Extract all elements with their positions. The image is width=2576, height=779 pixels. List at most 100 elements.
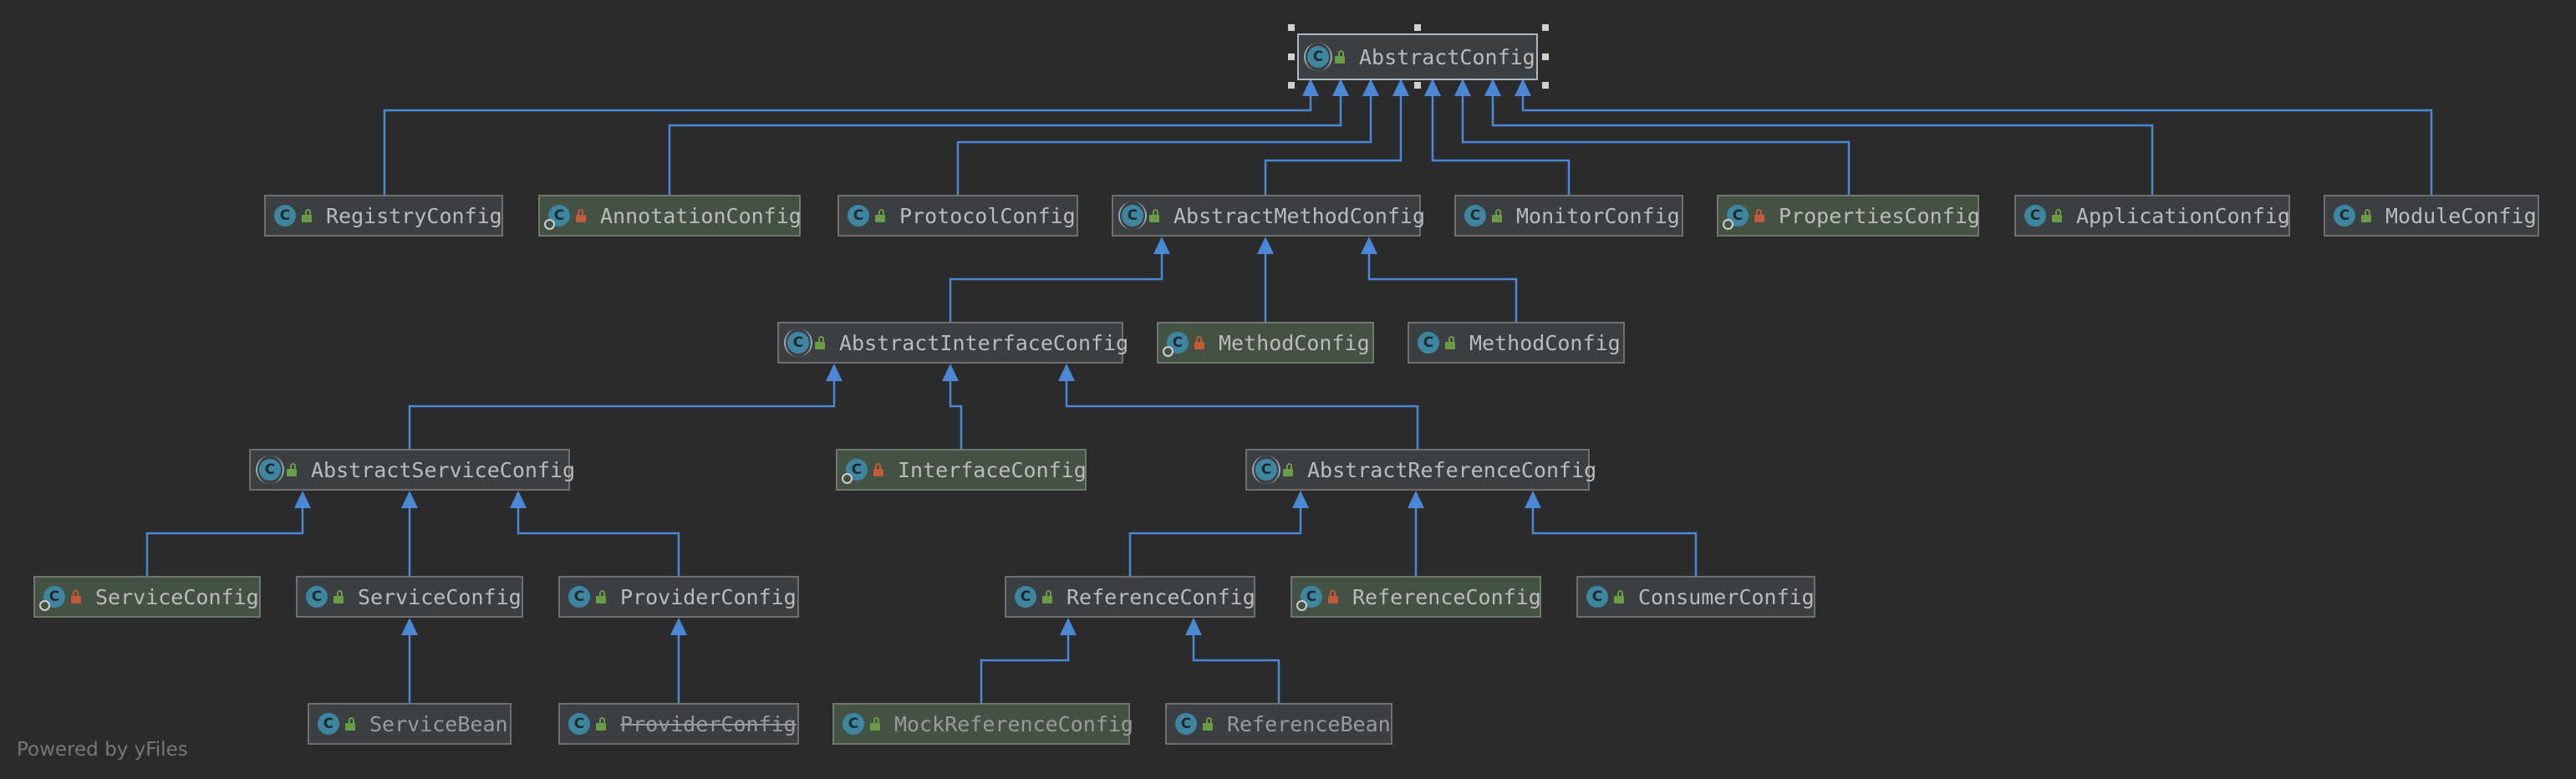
- node-label: MockReferenceConfig: [894, 711, 1133, 736]
- node-label: MethodConfig: [1219, 330, 1370, 355]
- inheritance-arrowhead: [1525, 491, 1541, 508]
- abstract-class-icon: C: [1304, 43, 1332, 71]
- node-provider-config-deprecated[interactable]: C ProviderConfig: [558, 703, 799, 745]
- node-consumer-config[interactable]: C ConsumerConfig: [1576, 576, 1815, 618]
- inheritance-arrowhead: [510, 491, 527, 508]
- node-interface-config[interactable]: C InterfaceConfig: [836, 449, 1087, 491]
- class-icon: C: [568, 586, 590, 608]
- edge-reference_bean-to-reference_config: [1192, 634, 1280, 703]
- node-label: AbstractReferenceConfig: [1307, 457, 1597, 482]
- inheritance-arrowhead: [1392, 79, 1409, 96]
- inheritance-arrowhead: [1185, 618, 1202, 635]
- abstract-class-icon: C: [784, 328, 812, 357]
- node-service-config[interactable]: C ServiceConfig: [296, 576, 523, 618]
- edge-abstract_reference_config-to-abstract_interface_config: [1065, 380, 1419, 449]
- edge-service_config_private-to-abstract_service_config: [145, 507, 304, 576]
- private-lock-icon: [575, 209, 587, 222]
- node-module-config[interactable]: C ModuleConfig: [2324, 195, 2539, 237]
- selection-handle[interactable]: [1288, 53, 1295, 60]
- selection-handle[interactable]: [1288, 24, 1295, 31]
- class-icon: C: [1175, 713, 1197, 735]
- selection-handle[interactable]: [1288, 82, 1295, 89]
- edge-consumer_config-to-abstract_reference_config: [1531, 507, 1698, 576]
- inheritance-arrowhead: [670, 618, 687, 635]
- public-lock-icon: [814, 336, 826, 349]
- node-service-bean[interactable]: C ServiceBean: [308, 703, 512, 745]
- selection-handle[interactable]: [1414, 24, 1421, 31]
- node-application-config[interactable]: C ApplicationConfig: [2014, 195, 2290, 237]
- node-abstract-interface-config[interactable]: C AbstractInterfaceConfig: [777, 322, 1128, 364]
- node-properties-config[interactable]: C PropertiesConfig: [1717, 195, 1980, 237]
- node-label: ServiceConfig: [358, 584, 522, 609]
- node-label: ProtocolConfig: [899, 203, 1076, 228]
- inheritance-arrowhead: [1424, 79, 1441, 96]
- inheritance-arrowhead: [1362, 79, 1379, 96]
- node-method-config-private[interactable]: C MethodConfig: [1157, 322, 1374, 364]
- node-method-config[interactable]: C MethodConfig: [1408, 322, 1625, 364]
- node-label: ProviderConfig: [620, 584, 797, 609]
- node-provider-config[interactable]: C ProviderConfig: [558, 576, 799, 618]
- node-abstract-service-config[interactable]: C AbstractServiceConfig: [249, 449, 575, 491]
- node-label: AbstractMethodConfig: [1173, 203, 1426, 228]
- edge-registry_config-to-abstract_config: [383, 95, 1312, 195]
- public-lock-icon: [1491, 209, 1503, 222]
- node-label: AbstractInterfaceConfig: [839, 330, 1129, 355]
- class-icon: C: [544, 205, 570, 230]
- node-label: AbstractConfig: [1359, 44, 1535, 69]
- inheritance-arrowhead: [401, 491, 418, 508]
- node-abstract-reference-config[interactable]: C AbstractReferenceConfig: [1245, 449, 1596, 491]
- public-lock-icon: [1148, 209, 1160, 222]
- private-lock-icon: [1327, 590, 1339, 603]
- inheritance-arrowhead: [1153, 237, 1170, 254]
- node-protocol-config[interactable]: C ProtocolConfig: [837, 195, 1078, 237]
- class-icon: C: [1723, 205, 1749, 230]
- edge-annotation_config-to-abstract_config: [668, 95, 1342, 195]
- node-annotation-config[interactable]: C AnnotationConfig: [538, 195, 802, 237]
- node-reference-bean[interactable]: C ReferenceBean: [1165, 703, 1392, 745]
- public-lock-icon: [1444, 336, 1456, 349]
- node-service-config-private[interactable]: C ServiceConfig: [33, 576, 261, 618]
- public-lock-icon: [595, 590, 607, 603]
- abstract-class-icon: C: [1252, 456, 1280, 484]
- edge-abstract_method_config-to-abstract_config: [1264, 95, 1403, 195]
- private-lock-icon: [70, 590, 82, 603]
- public-lock-icon: [869, 717, 881, 731]
- public-lock-icon: [1613, 590, 1625, 603]
- class-icon: C: [1418, 332, 1439, 354]
- public-lock-icon: [333, 590, 344, 603]
- node-registry-config[interactable]: C RegistryConfig: [264, 195, 503, 237]
- node-label: RegistryConfig: [326, 203, 502, 228]
- node-label: ReferenceConfig: [1352, 584, 1541, 609]
- inheritance-arrowhead: [294, 491, 311, 508]
- node-mock-reference-config[interactable]: C MockReferenceConfig: [832, 703, 1133, 745]
- inheritance-arrowhead: [1484, 79, 1501, 96]
- node-abstract-method-config[interactable]: C AbstractMethodConfig: [1112, 195, 1425, 237]
- node-abstract-config[interactable]: C AbstractConfig: [1297, 33, 1538, 80]
- public-lock-icon: [1202, 717, 1214, 731]
- node-label: ReferenceBean: [1227, 711, 1391, 736]
- selection-handle[interactable]: [1542, 82, 1549, 89]
- inheritance-arrowhead: [1332, 79, 1349, 96]
- public-lock-icon: [2360, 209, 2372, 222]
- abstract-class-icon: C: [1118, 201, 1147, 230]
- selection-handle[interactable]: [1542, 53, 1549, 60]
- node-monitor-config[interactable]: C MonitorConfig: [1454, 195, 1683, 237]
- node-label: ApplicationConfig: [2076, 203, 2290, 228]
- node-reference-config[interactable]: C ReferenceConfig: [1005, 576, 1255, 618]
- inheritance-arrowhead: [1257, 237, 1274, 254]
- edge-application_config-to-abstract_config: [1491, 95, 2154, 195]
- class-icon: C: [306, 586, 328, 608]
- inheritance-arrowhead: [826, 364, 843, 381]
- class-icon: C: [1296, 586, 1322, 611]
- edge-abstract_interface_config-to-abstract_method_config: [949, 253, 1163, 322]
- edge-method_config-to-abstract_method_config: [1367, 253, 1518, 322]
- public-lock-icon: [1282, 463, 1294, 476]
- inheritance-arrowhead: [401, 618, 418, 635]
- edge-module_config-to-abstract_config: [1521, 95, 2433, 195]
- selection-handle[interactable]: [1542, 24, 1549, 31]
- private-lock-icon: [1754, 209, 1765, 222]
- node-reference-config-private[interactable]: C ReferenceConfig: [1291, 576, 1541, 618]
- class-icon: C: [843, 713, 864, 735]
- selection-handle[interactable]: [1414, 82, 1421, 89]
- public-lock-icon: [301, 209, 313, 222]
